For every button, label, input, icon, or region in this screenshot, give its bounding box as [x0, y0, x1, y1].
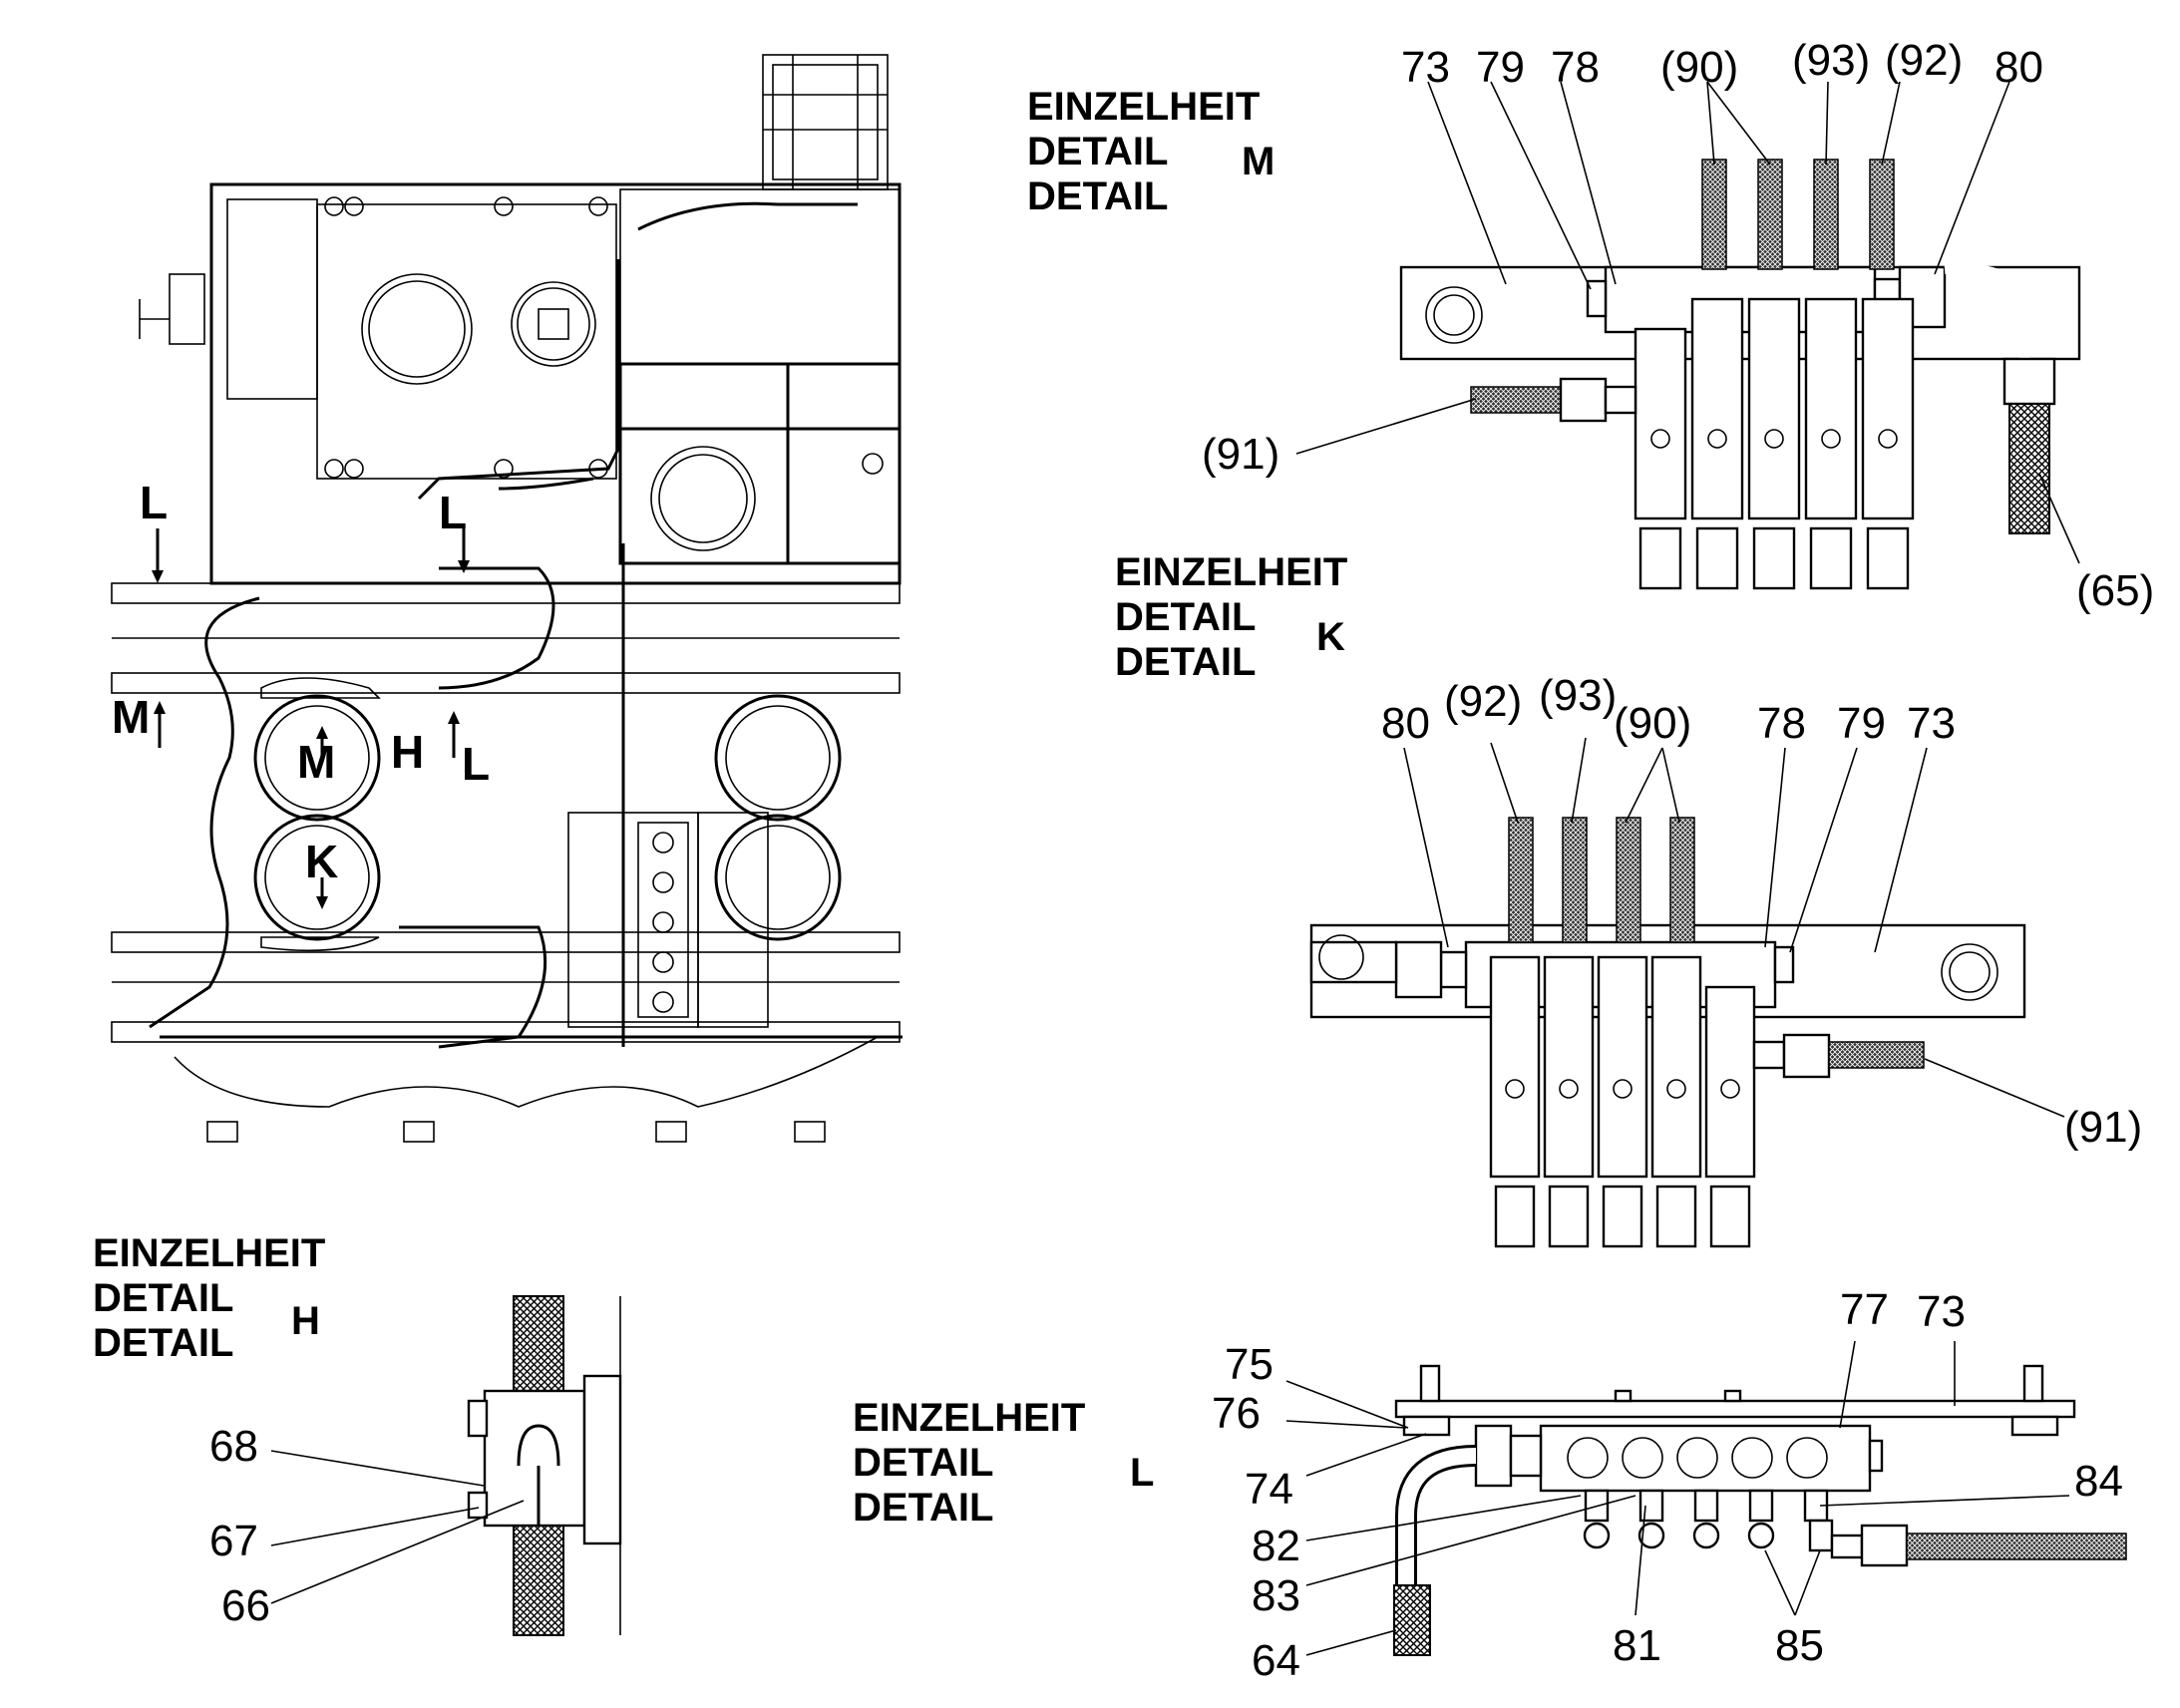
callout-L-73: 73: [1917, 1287, 1966, 1336]
detail-L-letter: L: [1130, 1451, 1154, 1495]
callout-M-73: 73: [1401, 43, 1450, 92]
callout-H-68: 68: [209, 1422, 258, 1471]
callout-H-66: 66: [221, 1581, 270, 1630]
detail-H-drawing: [467, 1295, 622, 1636]
svg-text:EINZELHEIT: EINZELHEIT: [853, 1396, 1085, 1440]
callout-K-79: 79: [1837, 699, 1886, 748]
callout-L-82: 82: [1252, 1522, 1300, 1570]
callout-L-76: 76: [1212, 1389, 1261, 1438]
section-marker-L-mid: L: [439, 487, 467, 538]
callout-L-64: 64: [1252, 1636, 1300, 1685]
section-marker-L-low: L: [462, 738, 490, 790]
callout-L-74: 74: [1245, 1465, 1293, 1514]
detail-L-drawing: [1393, 1364, 2127, 1656]
callout-L-84: 84: [2074, 1457, 2123, 1506]
detail-M-drawing: [1399, 159, 2081, 590]
callout-L-77: 77: [1840, 1285, 1889, 1334]
detail-K-title: EINZELHEIT DETAIL DETAIL K: [1115, 550, 1347, 684]
callout-M-93: (93): [1792, 36, 1870, 85]
callout-M-65: (65): [2076, 566, 2154, 615]
svg-text:DETAIL: DETAIL: [93, 1276, 233, 1320]
detail-H-leaders: [270, 1450, 525, 1604]
svg-text:EINZELHEIT: EINZELHEIT: [1027, 85, 1260, 129]
detail-M-letter: M: [1242, 140, 1274, 183]
svg-text:DETAIL: DETAIL: [853, 1486, 993, 1530]
detail-K-drawing: [1309, 817, 2026, 1248]
detail-marker-H: H: [391, 726, 424, 778]
callout-L-83: 83: [1252, 1571, 1300, 1620]
callout-K-91: (91): [2064, 1103, 2142, 1152]
callout-L-85: 85: [1775, 1621, 1824, 1670]
callout-M-90: (90): [1660, 43, 1738, 92]
detail-L-title: EINZELHEIT DETAIL DETAIL L: [853, 1396, 1154, 1530]
svg-text:DETAIL: DETAIL: [1027, 174, 1168, 218]
callout-H-67: 67: [209, 1517, 258, 1565]
callout-L-81: 81: [1613, 1621, 1661, 1670]
svg-text:EINZELHEIT: EINZELHEIT: [93, 1231, 325, 1275]
detail-marker-K: K: [305, 836, 338, 887]
detail-K-letter: K: [1316, 615, 1345, 659]
detail-M-title: EINZELHEIT DETAIL DETAIL M: [1027, 85, 1274, 218]
svg-text:DETAIL: DETAIL: [1115, 640, 1256, 684]
detail-H-title: EINZELHEIT DETAIL DETAIL H: [93, 1231, 325, 1365]
callout-K-93: (93): [1539, 671, 1617, 720]
svg-text:DETAIL: DETAIL: [853, 1441, 993, 1485]
callout-L-75: 75: [1225, 1340, 1273, 1389]
svg-text:DETAIL: DETAIL: [1027, 130, 1168, 173]
svg-text:DETAIL: DETAIL: [93, 1321, 233, 1365]
detail-M-leaders: [1295, 81, 2080, 564]
callout-K-73: 73: [1907, 699, 1956, 748]
callout-M-79: 79: [1476, 43, 1525, 92]
callout-K-90: (90): [1614, 699, 1691, 748]
callout-M-78: 78: [1551, 43, 1600, 92]
callout-M-91: (91): [1202, 430, 1279, 479]
detail-L-leaders: [1285, 1340, 2070, 1656]
callout-K-92: (92): [1444, 677, 1522, 726]
callout-M-92: (92): [1885, 36, 1963, 85]
section-marker-M-side: M: [112, 691, 150, 743]
detail-marker-M: M: [297, 736, 335, 788]
callout-K-78: 78: [1757, 699, 1806, 748]
overview-drawing: [111, 54, 903, 1143]
svg-text:DETAIL: DETAIL: [1115, 595, 1256, 639]
callout-M-80: 80: [1995, 43, 2043, 92]
section-marker-L-top: L: [140, 477, 168, 528]
svg-text:EINZELHEIT: EINZELHEIT: [1115, 550, 1347, 594]
detail-K-leaders: [1403, 737, 2065, 1118]
callout-K-80: 80: [1381, 699, 1430, 748]
detail-H-letter: H: [291, 1299, 320, 1343]
